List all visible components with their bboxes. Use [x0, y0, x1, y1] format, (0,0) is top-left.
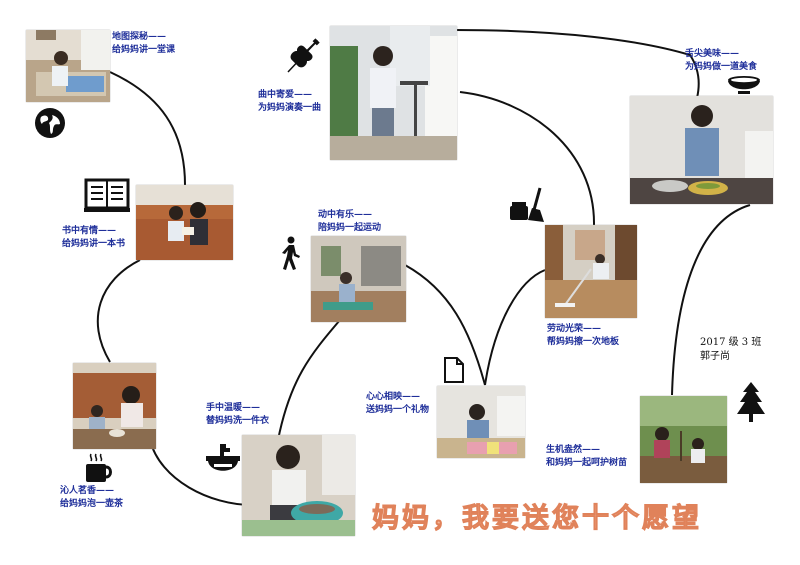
caption-text: 给妈妈讲一本书: [62, 239, 126, 249]
document-icon: [443, 356, 465, 384]
caption-text: 和妈妈一起呵护树苗: [546, 458, 628, 468]
caption-text: 给妈妈讲一堂课: [112, 45, 176, 55]
caption-mopping: 劳动光荣—— 帮妈妈擦一次地板: [547, 323, 619, 349]
caption-text: 为妈妈演奏一曲: [258, 103, 322, 113]
tree-icon: [737, 382, 765, 422]
photo-laundry: [242, 435, 355, 536]
photo-map-lesson: [26, 30, 110, 102]
caption-title: 动中有乐——: [318, 210, 373, 220]
caption-exercise: 动中有乐—— 陪妈妈一起运动: [318, 209, 381, 235]
caption-text: 给妈妈泡一壶茶: [60, 499, 124, 509]
caption-text: 替妈妈洗一件衣: [206, 416, 270, 426]
slogan-title: 妈妈，我要送您十个愿望: [372, 503, 702, 535]
caption-map-lesson: 地图探秘—— 给妈妈讲一堂课: [112, 31, 175, 57]
caption-title: 书中有情——: [62, 226, 117, 236]
photo-exercise: [311, 236, 406, 322]
sink-icon: [204, 442, 242, 476]
photo-cooking: [630, 96, 773, 204]
class-info: 2017 级 3 班 郭子尚: [700, 336, 761, 364]
caption-title: 曲中寄爱——: [258, 90, 313, 100]
book-icon: [84, 178, 130, 212]
class-grade: 2017 级 3 班: [700, 337, 762, 348]
photo-violin: [330, 26, 457, 160]
caption-title: 舌尖美味——: [685, 49, 740, 59]
caption-title: 沁人茗香——: [60, 486, 115, 496]
caption-cooking: 舌尖美味—— 为妈妈做一道美食: [685, 48, 757, 74]
caption-gift: 心心相映—— 送妈妈一个礼物: [366, 391, 429, 417]
caption-title: 地图探秘——: [112, 32, 167, 42]
caption-text: 为妈妈做一道美食: [685, 62, 758, 72]
cleaning-icon: [508, 186, 548, 222]
violin-icon: [280, 34, 324, 78]
caption-tea: 沁人茗香—— 给妈妈泡一壶茶: [60, 485, 123, 511]
caption-title: 心心相映——: [366, 392, 421, 402]
hot-cup-icon: [84, 452, 112, 484]
caption-title: 生机盎然——: [546, 445, 601, 455]
caption-text: 帮妈妈擦一次地板: [547, 337, 620, 347]
caption-title: 手中温暖——: [206, 403, 261, 413]
caption-tree: 生机盎然—— 和妈妈一起呵护树苗: [546, 444, 627, 470]
photo-reading: [136, 185, 233, 260]
globe-icon: [34, 107, 66, 139]
photo-tree-planting: [640, 396, 727, 483]
photo-gift: [437, 386, 525, 458]
caption-reading: 书中有情—— 给妈妈讲一本书: [62, 225, 125, 251]
photo-mopping: [545, 225, 637, 318]
photo-tea: [73, 363, 156, 449]
caption-text: 送妈妈一个礼物: [366, 405, 430, 415]
bowl-icon: [726, 74, 762, 96]
caption-title: 劳动光荣——: [547, 324, 602, 334]
student-name: 郭子尚: [700, 351, 730, 362]
caption-laundry: 手中温暖—— 替妈妈洗一件衣: [206, 402, 269, 428]
caption-violin: 曲中寄爱—— 为妈妈演奏一曲: [258, 89, 321, 115]
walking-person-icon: [278, 236, 302, 270]
caption-text: 陪妈妈一起运动: [318, 223, 382, 233]
